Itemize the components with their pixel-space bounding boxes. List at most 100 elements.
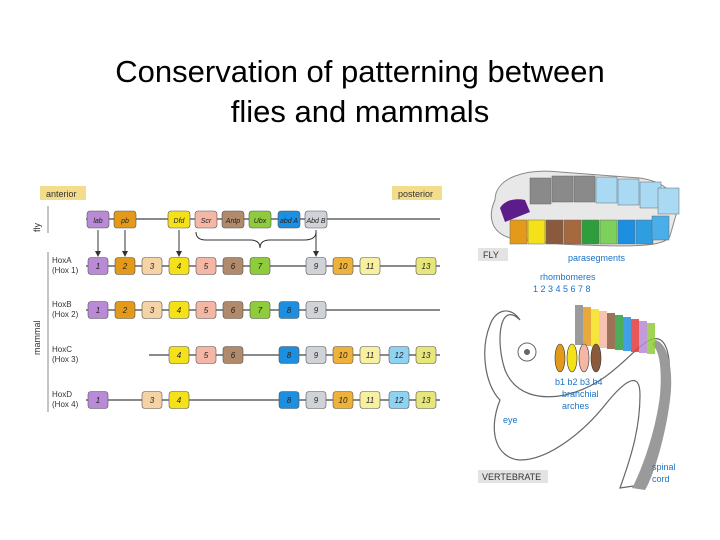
paralog-label: 7	[258, 306, 263, 315]
paralog-label: 5	[204, 262, 209, 271]
fly-parasegments	[509, 175, 680, 245]
fly-segment	[551, 175, 574, 203]
vertebrate-caption-box	[478, 470, 548, 483]
fly-segment	[599, 219, 618, 245]
homology-brace	[195, 231, 317, 249]
homology-arrows	[95, 230, 319, 257]
paralog-box	[305, 391, 327, 409]
eye-pupil	[524, 349, 530, 355]
paralog-label: 13	[422, 351, 431, 360]
vertebrate-embryo-figure: rhombomeres 1 2 3 4 5 6 7 8 b1 b2 b3 b4 …	[478, 272, 676, 490]
vertebrate-caption: VERTEBRATE	[482, 472, 541, 482]
fly-gene-label: Antp	[225, 218, 241, 225]
paralog-label: 8	[287, 396, 292, 405]
paralog-box	[87, 257, 109, 275]
paralog-box	[168, 346, 190, 364]
fly-gene-box	[248, 210, 272, 229]
paralog-label: 10	[339, 262, 348, 271]
paralog-box	[388, 391, 410, 409]
paralog-box	[141, 257, 163, 275]
paralog-box	[305, 257, 327, 275]
fly-head-region	[500, 199, 530, 222]
paralog-label: 9	[314, 306, 319, 315]
fly-gene-box	[86, 210, 110, 229]
fly-segment	[595, 176, 618, 204]
fly-segment	[657, 187, 680, 215]
fly-segment	[545, 219, 564, 245]
paralog-box	[141, 301, 163, 319]
paralog-box	[388, 346, 410, 364]
paralog-box	[222, 257, 244, 275]
rhombomeres-label: rhombomeres	[540, 272, 596, 282]
spinal-cord-region	[632, 340, 672, 490]
fly-gene-box	[277, 210, 301, 229]
spinal-label-line-1: spinal	[652, 462, 676, 472]
paralog-box	[168, 301, 190, 319]
paralog-label: 1	[96, 262, 100, 271]
paralog-label: 3	[150, 306, 155, 315]
paralog-box	[415, 391, 437, 409]
paralog-label: 7	[258, 262, 263, 271]
paralog-label: 8	[287, 351, 292, 360]
paralog-label: 4	[177, 306, 182, 315]
mammal-side-label: mammal	[32, 320, 42, 355]
paralog-box	[359, 257, 381, 275]
paralog-label: 6	[231, 306, 236, 315]
cluster-alt-name: (Hox 4)	[52, 400, 79, 409]
rhombomere-band	[583, 307, 591, 346]
paralog-box	[249, 301, 271, 319]
rhombomere-band	[615, 315, 623, 350]
arrow-head	[122, 251, 128, 257]
paralog-box	[168, 391, 190, 409]
paralog-box	[222, 346, 244, 364]
paralog-label: 13	[422, 396, 431, 405]
rhombomere-band	[647, 323, 655, 354]
fly-gene-box	[167, 210, 191, 229]
paralog-label: 1	[96, 306, 100, 315]
paralog-box	[278, 301, 300, 319]
rhombomere-bands	[554, 305, 655, 373]
paralog-label: 6	[231, 262, 236, 271]
fly-gene-box	[304, 210, 328, 229]
paralog-label: 2	[122, 306, 128, 315]
cluster-name: HoxC	[52, 345, 72, 354]
fly-segment	[509, 219, 528, 245]
fly-caption-box	[478, 248, 508, 261]
fly-gene-box	[113, 210, 137, 229]
paralog-box	[305, 301, 327, 319]
paralog-box	[359, 346, 381, 364]
paralog-box	[222, 301, 244, 319]
fly-segment	[529, 177, 552, 205]
branchial-arch	[566, 343, 578, 373]
fly-caption: FLY	[483, 250, 499, 260]
paralog-box	[114, 301, 136, 319]
arches-line-1: b1 b2 b3 b4	[555, 377, 603, 387]
fly-segment	[617, 219, 636, 245]
posterior-tag	[392, 186, 442, 200]
paralog-label: 3	[150, 262, 155, 271]
slide-title: Conservation of patterning between flies…	[0, 52, 720, 132]
paralog-label: 11	[366, 351, 374, 360]
fly-gene-label: abd A	[280, 218, 298, 225]
fly-segment	[635, 219, 654, 245]
anterior-label: anterior	[46, 189, 77, 199]
fly-gene-label: pb	[120, 218, 129, 225]
rhombomere-band	[599, 311, 607, 348]
paralog-label: 5	[204, 306, 209, 315]
paralog-label: 3	[150, 396, 155, 405]
vertebrate-embryo-outline	[484, 310, 671, 489]
paralog-label: 9	[314, 262, 319, 271]
paralog-box	[278, 346, 300, 364]
fly-side-label: fly	[32, 223, 42, 233]
paralog-box	[415, 257, 437, 275]
paralog-label: 4	[177, 396, 182, 405]
paralog-box	[305, 346, 327, 364]
